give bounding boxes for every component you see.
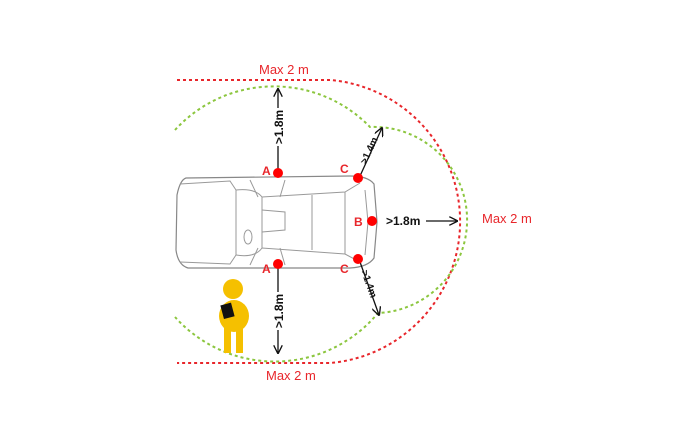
min-zone-boundary — [174, 85, 469, 363]
point-a-top — [273, 168, 283, 178]
dimension-label-front: >1.8m — [386, 214, 420, 228]
car-top-view-icon — [175, 175, 378, 269]
dimension-label-bottom: >1.8m — [272, 294, 286, 328]
point-c-top — [353, 173, 363, 183]
max-label-right: Max 2 m — [482, 211, 532, 226]
person-with-tablet-icon — [219, 279, 249, 353]
max-zone-boundary — [177, 79, 462, 364]
point-label-c-bottom: C — [340, 262, 349, 276]
point-c-bottom — [353, 254, 363, 264]
dimension-arrow-diag-bottom — [359, 261, 379, 315]
point-label-b: B — [354, 215, 363, 229]
max-label-top: Max 2 m — [259, 62, 309, 77]
max-label-bottom: Max 2 m — [266, 368, 316, 383]
point-label-a-top: A — [262, 164, 271, 178]
dimension-label-diag-bottom: >1.4m — [358, 269, 378, 300]
dimension-arrow-diag-top — [359, 128, 382, 177]
dimension-label-top: >1.8m — [272, 110, 286, 144]
point-label-c-top: C — [340, 162, 349, 176]
point-b — [367, 216, 377, 226]
dimension-label-diag-top: >1.4m — [359, 136, 381, 167]
point-a-bottom — [273, 259, 283, 269]
point-label-a-bottom: A — [262, 262, 271, 276]
